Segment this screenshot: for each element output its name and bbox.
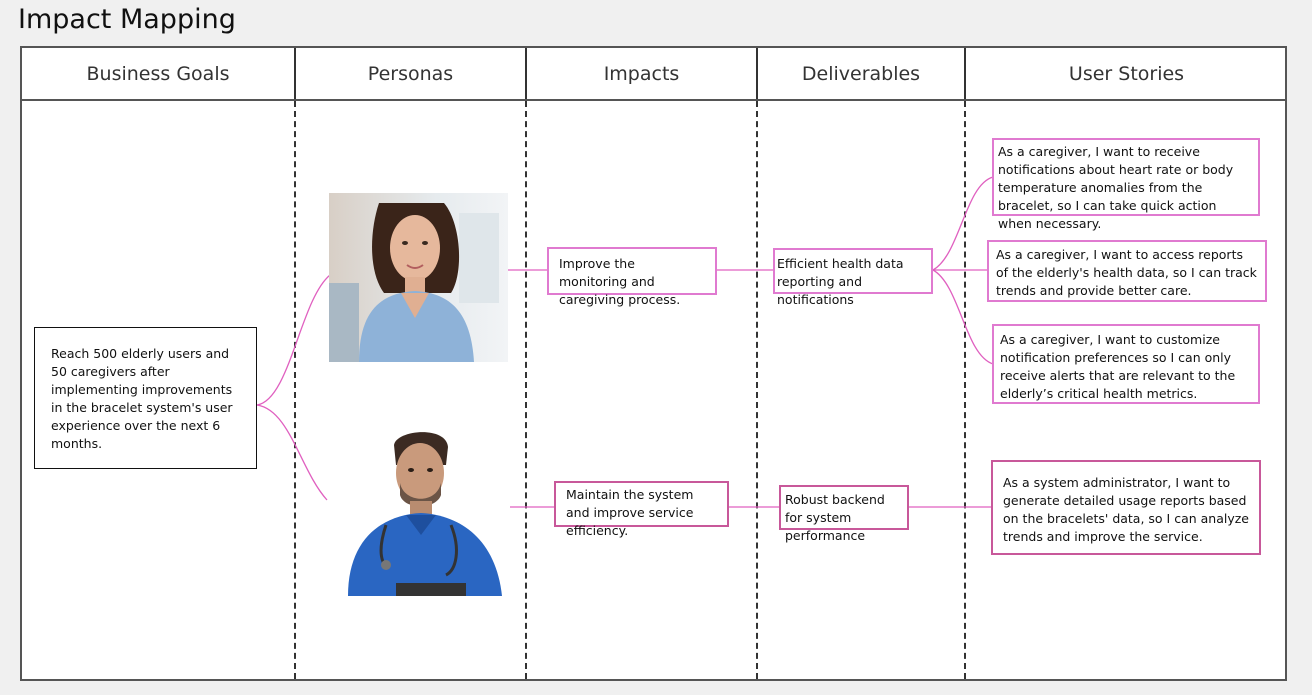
user-story-box: As a caregiver, I want to receive notifi…	[992, 138, 1260, 231]
column-header-business-goals: Business Goals	[86, 62, 230, 85]
column-divider	[525, 101, 527, 679]
business-goal-text: Reach 500 elderly users and 50 caregiver…	[51, 346, 233, 451]
user-story-box: As a system administrator, I want to gen…	[991, 460, 1261, 555]
connector-deliverable1-story1	[932, 176, 994, 271]
user-story-text: As a caregiver, I want to customize noti…	[1000, 332, 1236, 401]
connector-deliverable1-story3	[932, 269, 994, 365]
column-header-deliverables: Deliverables	[801, 62, 921, 85]
persona-administrator-photo	[346, 425, 504, 596]
header-divider	[756, 48, 758, 99]
column-divider	[756, 101, 758, 679]
user-story-box: As a caregiver, I want to customize noti…	[992, 324, 1260, 404]
persona-caregiver-photo	[329, 193, 508, 362]
column-divider	[294, 101, 296, 679]
deliverable-box-backend: Robust backend for system performance	[779, 485, 909, 543]
column-header-row: Business Goals Personas Impacts Delivera…	[22, 48, 1285, 101]
deliverable-text: Robust backend for system performance	[785, 492, 885, 543]
connector-goal-persona-1	[256, 274, 331, 406]
impact-text: Improve the monitoring and caregiving pr…	[559, 256, 681, 307]
header-divider	[294, 48, 296, 99]
column-header-user-stories: User Stories	[1068, 62, 1185, 85]
user-story-box: As a caregiver, I want to access reports…	[987, 240, 1267, 302]
impact-box-monitoring: Improve the monitoring and caregiving pr…	[547, 247, 717, 307]
page-title: Impact Mapping	[18, 4, 236, 35]
impact-text: Maintain the system and improve service …	[566, 487, 694, 538]
user-story-text: As a system administrator, I want to gen…	[1003, 475, 1250, 544]
column-divider	[964, 101, 966, 679]
deliverable-text: Efficient health data reporting and noti…	[777, 256, 904, 307]
column-header-personas: Personas	[367, 62, 454, 85]
header-divider	[964, 48, 966, 99]
column-header-impacts: Impacts	[603, 62, 680, 85]
deliverable-box-reporting: Efficient health data reporting and noti…	[773, 248, 933, 307]
business-goal-box: Reach 500 elderly users and 50 caregiver…	[34, 327, 257, 469]
administrator-portrait-icon	[346, 425, 504, 596]
connector-goal-persona-2	[256, 404, 328, 501]
impact-box-maintenance: Maintain the system and improve service …	[554, 481, 729, 538]
caregiver-portrait-icon	[329, 193, 508, 362]
user-story-text: As a caregiver, I want to access reports…	[996, 247, 1257, 298]
header-divider	[525, 48, 527, 99]
user-story-text: As a caregiver, I want to receive notifi…	[998, 144, 1234, 231]
